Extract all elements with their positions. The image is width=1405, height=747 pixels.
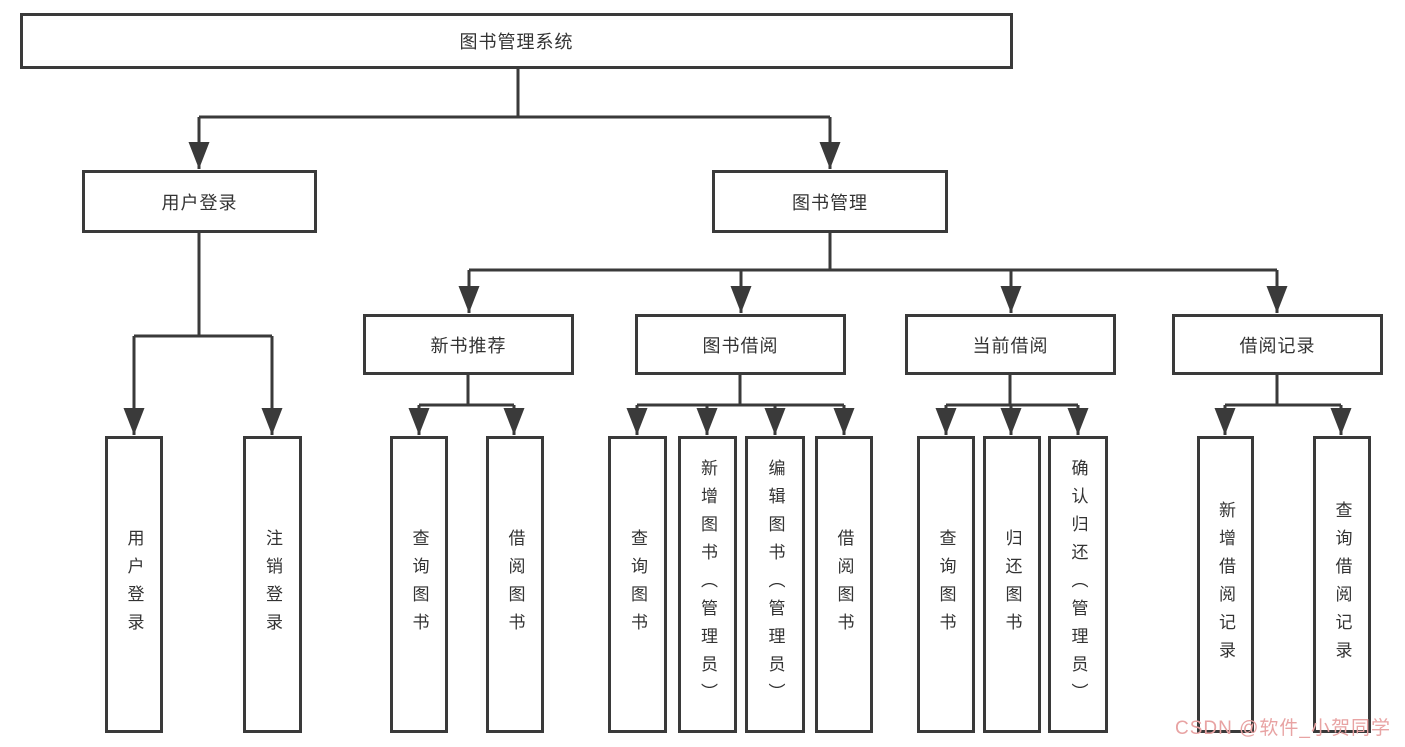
leaf-records-query-record: 查询借阅记录 bbox=[1313, 436, 1371, 733]
leaf-recommend-borrow-books: 借阅图书 bbox=[486, 436, 544, 733]
leaf-current-return-books: 归还图书 bbox=[983, 436, 1041, 733]
leaf-current-confirm-return-admin: 确认归还（管理员） bbox=[1048, 436, 1108, 733]
node-new-book-recommend: 新书推荐 bbox=[363, 314, 574, 375]
leaf-borrow-add-books-admin: 新增图书（管理员） bbox=[678, 436, 737, 733]
leaf-borrow-query-books: 查询图书 bbox=[608, 436, 667, 733]
leaf-borrow-edit-books-admin: 编辑图书（管理员） bbox=[745, 436, 805, 733]
node-root-system: 图书管理系统 bbox=[20, 13, 1013, 69]
leaf-current-query-books: 查询图书 bbox=[917, 436, 975, 733]
node-borrow-records: 借阅记录 bbox=[1172, 314, 1383, 375]
leaf-recommend-query-books: 查询图书 bbox=[390, 436, 448, 733]
node-user-login-branch: 用户登录 bbox=[82, 170, 317, 233]
leaf-borrow-borrow-books: 借阅图书 bbox=[815, 436, 873, 733]
node-book-borrow: 图书借阅 bbox=[635, 314, 846, 375]
node-current-borrow: 当前借阅 bbox=[905, 314, 1116, 375]
leaf-logout: 注销登录 bbox=[243, 436, 302, 733]
csdn-watermark: CSDN @软件_小贺同学 bbox=[1175, 718, 1391, 739]
leaf-records-add-record: 新增借阅记录 bbox=[1197, 436, 1254, 733]
leaf-user-login: 用户登录 bbox=[105, 436, 163, 733]
node-book-management-branch: 图书管理 bbox=[712, 170, 948, 233]
